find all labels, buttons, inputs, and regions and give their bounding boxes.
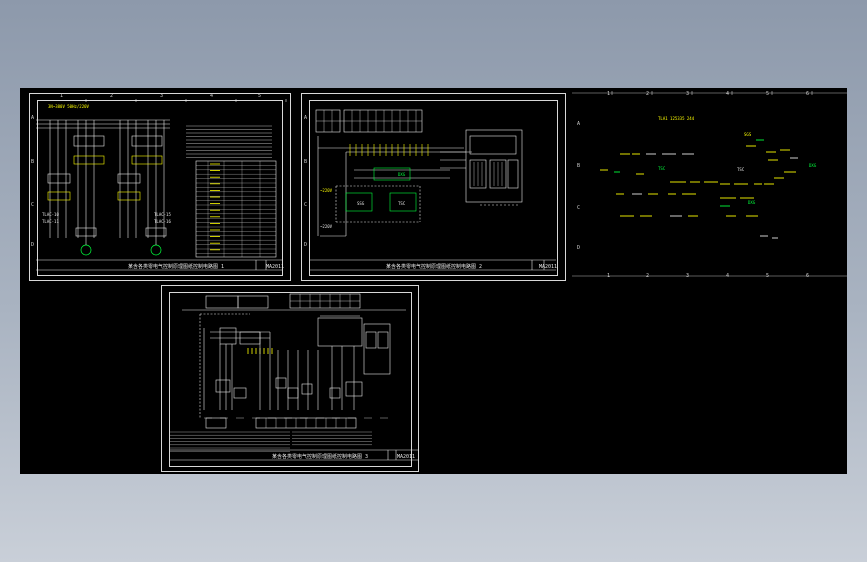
sheet-1-col-1: 1 bbox=[60, 93, 64, 99]
component-box bbox=[507, 159, 519, 189]
sheet-3-code: MA2011 bbox=[397, 454, 416, 460]
sheet-2-row-a: A bbox=[304, 115, 308, 121]
sheet-1-col-2: 2 bbox=[110, 93, 114, 99]
component-box bbox=[195, 160, 277, 258]
component-box bbox=[329, 387, 341, 399]
component-box bbox=[47, 173, 71, 184]
component-box bbox=[287, 387, 299, 399]
sheet-4-label-1: TLA1 125335 244 bbox=[658, 116, 695, 121]
sheet-2-frame bbox=[309, 100, 558, 276]
sheet-2-title: 某含各类零电气控制原理图纸控制电路图 2 bbox=[386, 264, 483, 270]
sheet-1-supply-label: 3N~380V 50Hz/220V bbox=[48, 104, 89, 109]
sheet-4-row-d: D bbox=[577, 245, 581, 251]
component-box bbox=[317, 317, 363, 347]
sheet-1-relay-label-4: TLAC-16 bbox=[154, 219, 171, 224]
sheet-1-relay-label-2: TLAC-11 bbox=[42, 219, 59, 224]
sheet-2-voltage-label-2: ~220V bbox=[320, 224, 333, 229]
drawing-sheet-1[interactable] bbox=[29, 93, 291, 281]
component-box bbox=[345, 381, 363, 397]
sheet-2-row-b: B bbox=[304, 159, 308, 165]
sheet-3-title: 某含各类零电气控制原理图纸控制电路图 3 bbox=[272, 454, 369, 460]
motor-symbol bbox=[80, 244, 92, 256]
sheet-4-col-6: 6 bbox=[806, 91, 810, 97]
component-box bbox=[365, 331, 377, 349]
sheet-4-label-2: SGS bbox=[744, 132, 752, 137]
sheet-2-row-c: C bbox=[304, 202, 308, 208]
sheet-4-col-5: 5 bbox=[766, 91, 770, 97]
component-box bbox=[373, 167, 411, 181]
sheet-3-frame bbox=[169, 292, 412, 467]
sheet-1-col-5: 5 bbox=[258, 93, 262, 99]
sheet-1-code: MA2011 bbox=[266, 264, 285, 270]
component-box bbox=[117, 191, 141, 201]
component-box bbox=[205, 295, 239, 309]
sheet-1-col-4: 4 bbox=[210, 93, 214, 99]
component-box bbox=[345, 192, 373, 212]
component-box bbox=[75, 227, 97, 237]
component-box bbox=[363, 323, 391, 375]
sheet-4-label-5: TSC bbox=[737, 167, 745, 172]
component-box bbox=[377, 331, 389, 349]
sheet-1-title: 某含各类零电气控制原理图纸控制电路图 1 bbox=[128, 264, 225, 270]
component-box bbox=[237, 295, 269, 309]
sheet-4-col-3: 3 bbox=[686, 91, 690, 97]
sheet-1-row-d: D bbox=[31, 242, 35, 248]
sheet-4-row-b: B bbox=[577, 163, 581, 169]
sheet-4-col-2: 2 bbox=[646, 91, 650, 97]
motor-symbol bbox=[150, 244, 162, 256]
sheet-4-label-6: DXG bbox=[748, 200, 756, 205]
sheet-4-col-4: 4 bbox=[726, 91, 730, 97]
component-box bbox=[489, 159, 507, 189]
component-box bbox=[301, 383, 313, 395]
sheet-1-relay-label-1: TLAC-10 bbox=[42, 212, 59, 217]
component-box bbox=[131, 155, 163, 165]
component-box bbox=[117, 173, 141, 184]
component-box bbox=[73, 135, 105, 147]
sheet-1-row-c: C bbox=[31, 202, 35, 208]
component-box bbox=[469, 135, 517, 155]
sheet-1-row-b: B bbox=[31, 159, 35, 165]
component-box bbox=[465, 129, 523, 203]
component-box bbox=[145, 227, 167, 237]
schematic-wiring-layer bbox=[36, 91, 847, 461]
sheet-2-row-d: D bbox=[304, 242, 308, 248]
sheet-1-col-3: 3 bbox=[160, 93, 164, 99]
component-box bbox=[233, 387, 247, 399]
sheet-2-module-label-2: TSC bbox=[398, 201, 406, 206]
sheet-4-row-a: A bbox=[577, 121, 581, 127]
sheet-4-col-1: 1 bbox=[607, 91, 611, 97]
sheet-2-module-label-1: SSG bbox=[357, 201, 365, 206]
sheet-2-module-label-3: DXG bbox=[398, 172, 406, 177]
sheet-1-relay-label-3: TLAC-15 bbox=[154, 212, 171, 217]
component-box bbox=[219, 327, 237, 345]
component-box bbox=[205, 417, 227, 429]
component-box bbox=[389, 192, 417, 212]
drawing-sheet-2[interactable] bbox=[301, 93, 566, 281]
drawing-sheet-3[interactable] bbox=[161, 285, 419, 472]
sheet-2-voltage-label-1: ~220V bbox=[320, 188, 333, 193]
sheet-2-code: MA2011 bbox=[539, 264, 558, 270]
component-box bbox=[73, 155, 105, 165]
component-box bbox=[131, 135, 163, 147]
sheet-1-row-a: A bbox=[31, 115, 35, 121]
sheet-4-label-3: TSC bbox=[658, 166, 666, 171]
cad-model-space[interactable]: 某含各类零电气控制原理图纸控制电路图 1 MA2011 1 2 3 4 5 A … bbox=[20, 88, 847, 474]
component-box bbox=[47, 191, 71, 201]
component-box bbox=[469, 159, 487, 189]
component-box bbox=[275, 377, 287, 389]
sheet-4-row-c: C bbox=[577, 205, 581, 211]
sheet-4-label-4: DXG bbox=[809, 163, 817, 168]
component-box bbox=[215, 379, 231, 393]
sheet-1-frame bbox=[37, 100, 283, 276]
